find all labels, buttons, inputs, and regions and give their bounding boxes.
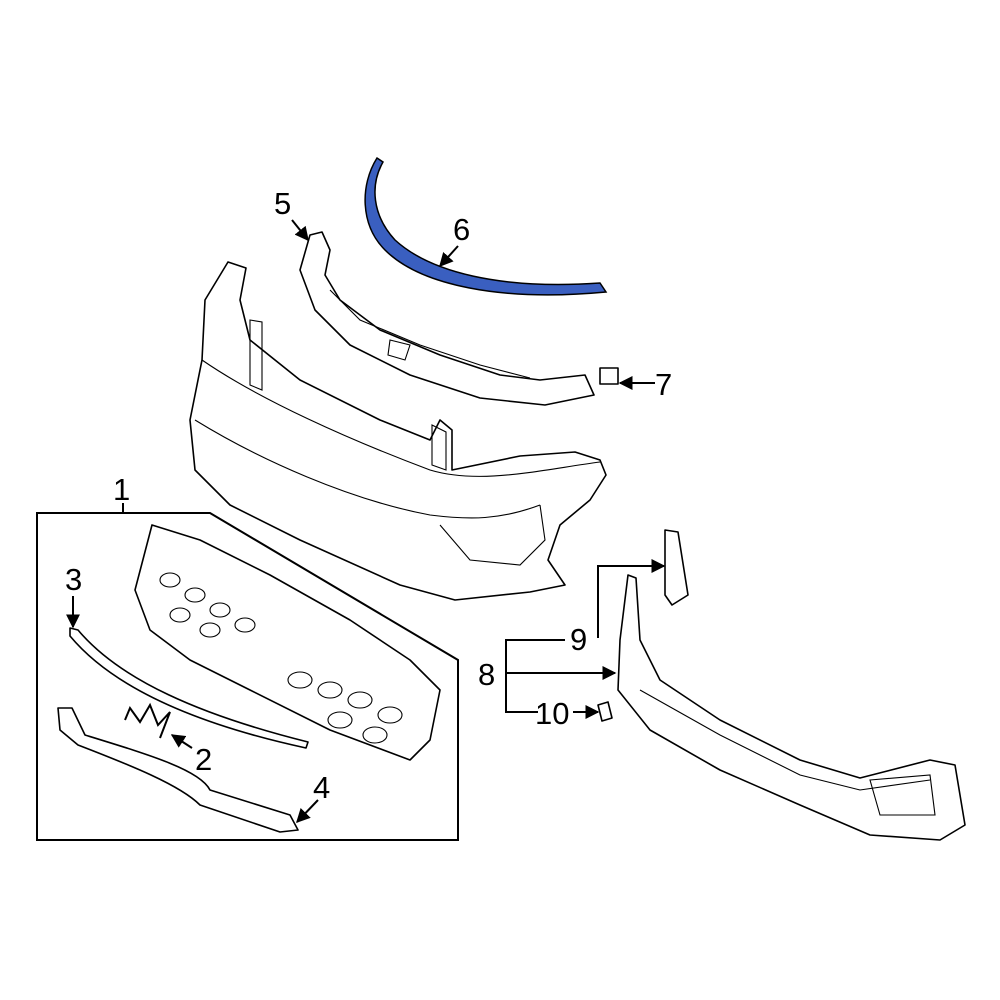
- upper-grille-trim[interactable]: [69, 627, 309, 749]
- grille[interactable]: [134, 524, 441, 761]
- emblem[interactable]: [124, 702, 171, 739]
- side-bracket-part-9[interactable]: [664, 529, 689, 606]
- callout-2[interactable]: 2: [195, 742, 212, 777]
- callout-5[interactable]: 5: [274, 186, 291, 221]
- upper-support-bracket[interactable]: [299, 231, 595, 406]
- leader-lines: [66, 219, 666, 824]
- callout-7[interactable]: 7: [655, 367, 672, 402]
- clip-part-7[interactable]: [599, 367, 619, 385]
- callout-1[interactable]: 1: [113, 472, 130, 507]
- callout-8[interactable]: 8: [478, 657, 495, 692]
- callout-10[interactable]: 10: [535, 696, 569, 731]
- callout-3[interactable]: 3: [65, 562, 82, 597]
- callout-6[interactable]: 6: [453, 212, 470, 247]
- callout-9[interactable]: 9: [570, 622, 587, 657]
- lower-grille-trim[interactable]: [57, 707, 299, 833]
- callout-4[interactable]: 4: [313, 770, 330, 805]
- highlighted-molding-strip[interactable]: [364, 156, 608, 296]
- grille-assembly-box: [36, 512, 459, 841]
- lower-valance[interactable]: [617, 574, 966, 841]
- clip-part-10[interactable]: [597, 701, 613, 722]
- bumper-cover[interactable]: [189, 261, 607, 601]
- part-6-molding[interactable]: [364, 156, 608, 296]
